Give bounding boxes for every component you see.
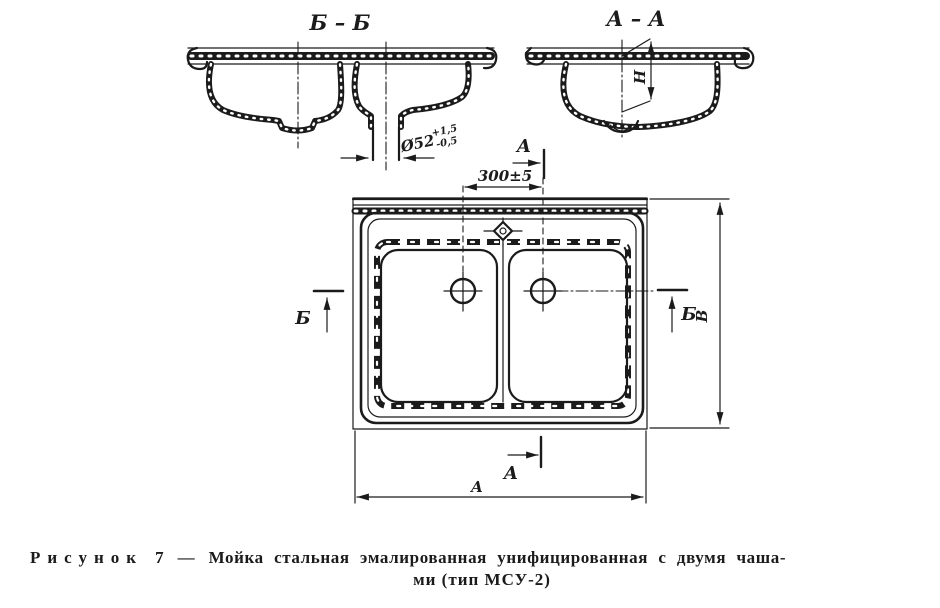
- aa-left-edge-hook: [524, 46, 546, 66]
- section-bb-view: Б – Б Ø52 +1,5 -0,5: [186, 10, 498, 171]
- cut-b-right-letter: Б: [680, 304, 696, 325]
- cut-a-top-marker: А: [512, 136, 546, 180]
- bb-drain-tube: [371, 125, 401, 162]
- caption-line-2: ми (тип МСУ-2): [413, 570, 551, 589]
- bb-left-bowl-stipple: [207, 62, 343, 132]
- drain-diameter-value: Ø52: [398, 131, 436, 156]
- aa-right-edge-curl: [733, 46, 755, 70]
- cut-b-left-marker: Б: [294, 289, 345, 333]
- plan-outer-outline: [352, 197, 648, 430]
- figure-number: 7: [155, 548, 164, 567]
- tap-hole-cross: [483, 217, 523, 246]
- width-dimension: А: [354, 430, 647, 504]
- depth-extension-lines: [649, 198, 730, 429]
- tap-hole-mark: [483, 217, 523, 246]
- width-extension-lines: [354, 430, 647, 504]
- cut-a-bottom-marker: А: [502, 435, 543, 484]
- plan-rim-outline: [359, 211, 645, 425]
- figure-word: Рисунок: [30, 548, 144, 567]
- drain-tolerance-plus: +1,5: [431, 123, 459, 139]
- drain-diameter-label: Ø52 +1,5 -0,5: [398, 123, 459, 156]
- aa-depth-leader-bottom: [621, 100, 651, 113]
- left-drain-mark: [443, 271, 483, 312]
- plan-left-bowl: [379, 248, 499, 404]
- caption-dash: —: [177, 548, 195, 567]
- caption-text: Мойка стальная эмалированная унифицирова…: [208, 548, 787, 567]
- cut-a-top-letter: А: [515, 136, 532, 157]
- depth-dimension: В: [649, 198, 730, 429]
- aa-depth-label: Н: [631, 69, 649, 85]
- cut-b-left-letter: Б: [294, 308, 310, 329]
- aa-depth-leader-top: [621, 38, 651, 57]
- depth-letter: В: [693, 310, 711, 324]
- width-letter: А: [470, 478, 483, 496]
- aa-bowl-stipple: [562, 62, 719, 129]
- bb-left-edge-curl: [186, 46, 209, 71]
- plan-view: 300±5 А А Б Б А: [294, 136, 730, 504]
- section-aa-title: А – А: [604, 6, 665, 31]
- section-aa-view: А – А Н: [524, 6, 755, 141]
- bb-right-bowl-stipple: [353, 62, 470, 129]
- bowl-depth-letter: Н: [631, 69, 649, 85]
- section-bb-title: Б – Б: [308, 10, 370, 35]
- bb-right-edge-curl: [482, 46, 498, 70]
- plan-right-bowl: [507, 248, 629, 404]
- figure-caption: Рисунок 7 — Мойка стальная эмалированная…: [0, 547, 940, 590]
- plan-stipple-ring: [374, 239, 631, 409]
- cut-b-right-marker: Б: [656, 288, 697, 333]
- plan-rim-inner-line: [367, 218, 637, 418]
- left-drain-crosshair: [443, 271, 483, 312]
- tap-hole-diamond: [492, 220, 514, 242]
- tap-hole-circle: [499, 227, 507, 235]
- hole-spacing-value: 300±5: [478, 167, 532, 185]
- drain-tolerance-minus: -0,5: [435, 135, 458, 150]
- cut-a-bottom-letter: А: [502, 463, 519, 484]
- caption-line-1: Рисунок 7 — Мойка стальная эмалированная…: [30, 547, 906, 568]
